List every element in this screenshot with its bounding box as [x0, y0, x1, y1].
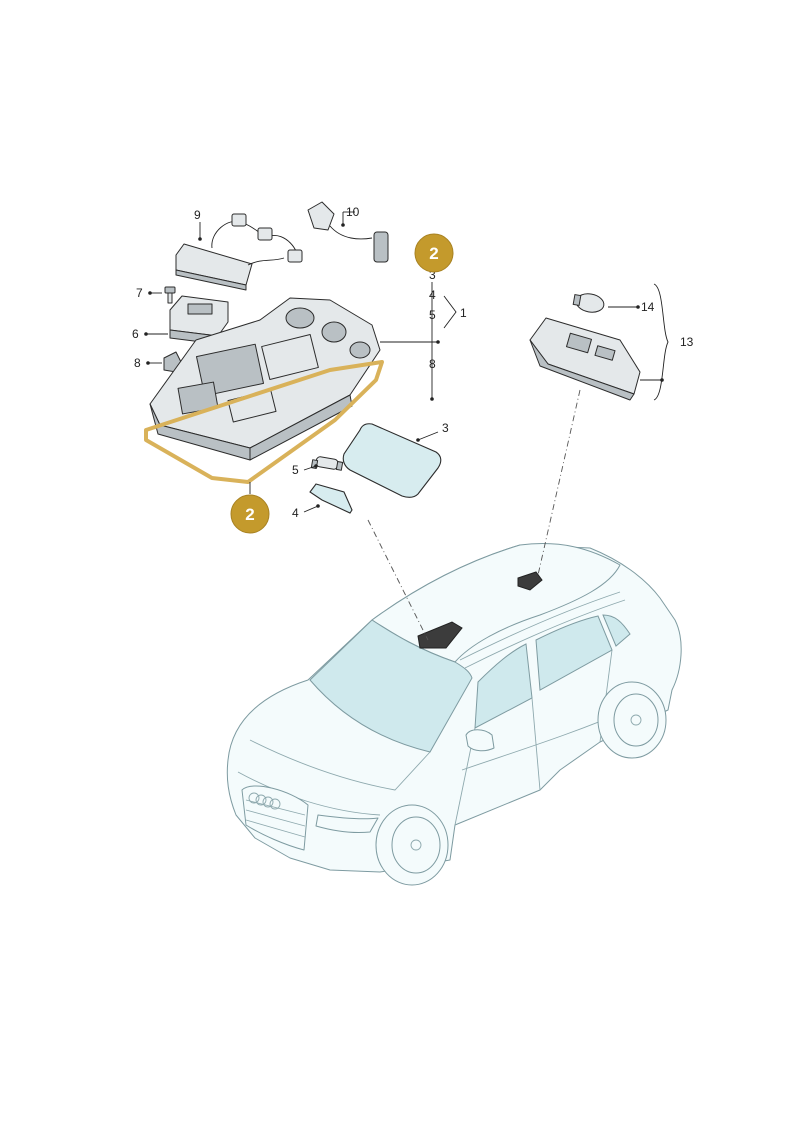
car-bonnet-line [249, 739, 431, 791]
car-illustration [226, 543, 682, 886]
part-10-cable-plug [307, 201, 389, 263]
callout-5-list: 5 [429, 308, 436, 322]
badge-2-lower: 2 [230, 494, 270, 534]
callout-4: 4 [292, 506, 299, 520]
car-windshield [309, 619, 473, 753]
car-roof-rail [459, 591, 621, 661]
leader-lines [144, 211, 669, 513]
callout-3: 3 [442, 421, 449, 435]
part-4-lens [309, 483, 353, 514]
callout-9: 9 [194, 208, 201, 222]
car-headlight [315, 814, 379, 833]
callout-4-list: 4 [429, 288, 436, 302]
front-roof-light-location [417, 621, 463, 649]
callout-labels: 9 10 7 6 8 3 4 5 8 1 3 5 4 14 13 [132, 205, 694, 520]
badge-2-upper: 2 [414, 233, 454, 273]
part-3-lens [342, 423, 442, 498]
location-leader-lines [367, 389, 581, 641]
part-14-bulb [572, 293, 605, 313]
part-9-wiring-harness [175, 213, 303, 291]
part-7-screw [164, 286, 176, 304]
callout-13: 13 [680, 335, 694, 349]
callout-14: 14 [641, 300, 655, 314]
car-rear-wheel [597, 681, 667, 759]
callout-8-list: 8 [429, 357, 436, 371]
callout-6: 6 [132, 327, 139, 341]
car-rear-side-window [535, 615, 613, 691]
callout-10: 10 [346, 205, 360, 219]
callout-1: 1 [460, 306, 467, 320]
car-front-side-window [474, 643, 533, 729]
svg-text:2: 2 [245, 505, 254, 524]
callout-8-left: 8 [134, 356, 141, 370]
svg-text:2: 2 [429, 244, 438, 263]
car-mirror [465, 729, 495, 752]
part-2-seal [144, 360, 384, 484]
car-quarter-window [602, 614, 631, 647]
part-13-rear-interior-light [529, 317, 641, 401]
callout-5: 5 [292, 463, 299, 477]
car-rings-logo [248, 792, 281, 810]
callout-7: 7 [136, 286, 143, 300]
part-5-bulb [310, 456, 344, 471]
car-door-line [531, 697, 541, 791]
callout-3-list: 3 [429, 268, 436, 282]
rear-roof-light-location [517, 571, 543, 591]
car-front-wheel [375, 804, 449, 886]
